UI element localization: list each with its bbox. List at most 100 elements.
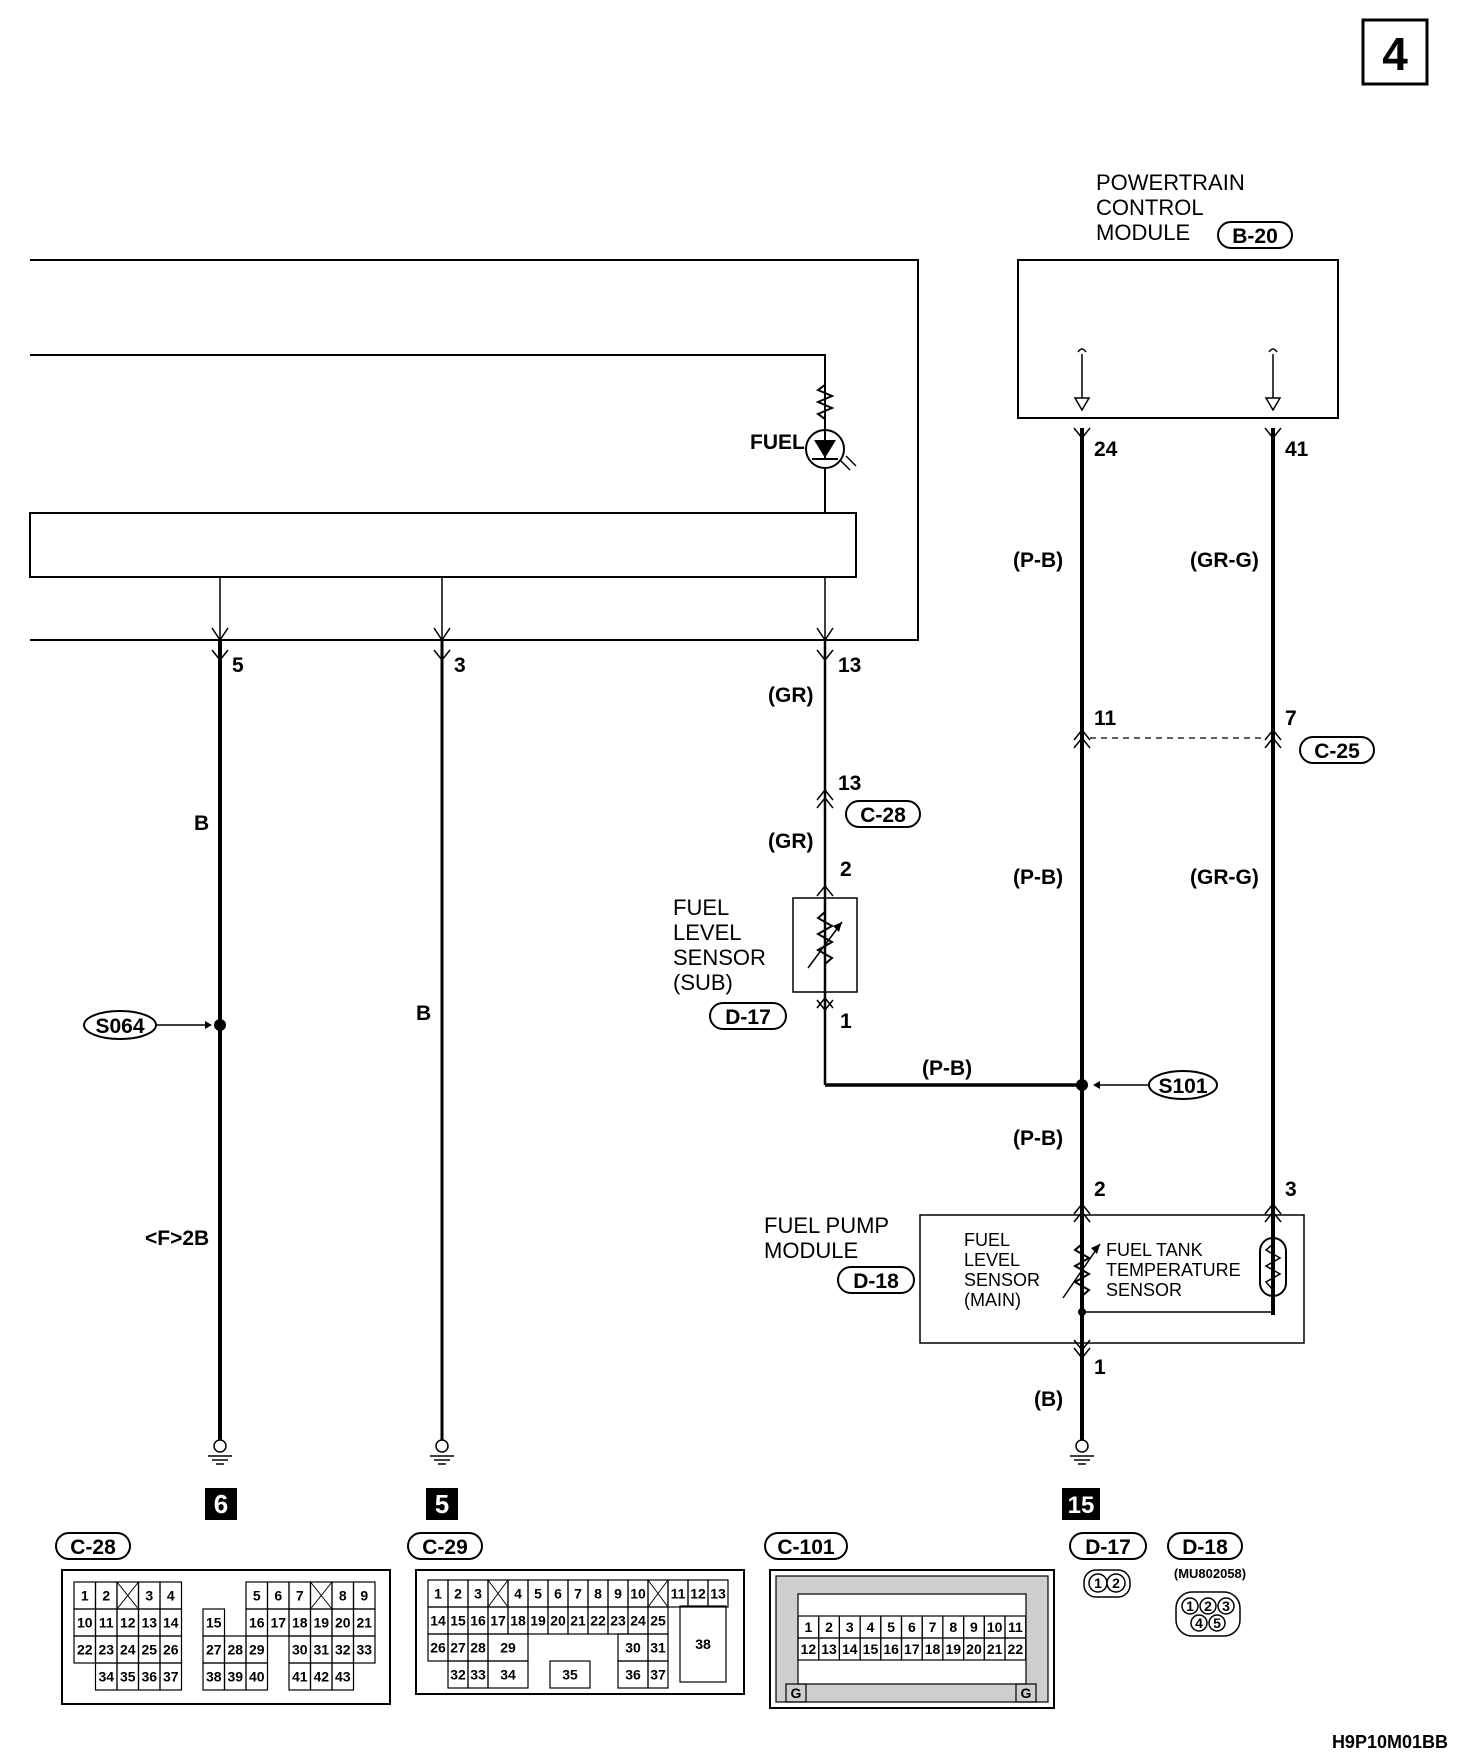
c29-pin: 21 [570,1613,586,1629]
wire-color-grg-1: (GR-G) [1190,549,1259,572]
c28-pin: 34 [98,1669,114,1685]
d18-pin: 4 [1195,1615,1203,1631]
pin-3: 3 [454,654,466,677]
fuel-level-sensor-sub [792,884,858,1012]
c101-pin: 8 [949,1619,957,1635]
c29-cell [549,1660,591,1689]
svg-text:FUEL PUMP: FUEL PUMP [764,1213,889,1238]
left-wires [211,577,1080,1440]
c29-pin: 9 [614,1586,622,1602]
svg-text:POWERTRAIN: POWERTRAIN [1096,170,1245,195]
splice-s101: S101 [1076,1070,1218,1100]
svg-text:C-28: C-28 [70,1536,116,1559]
svg-text:(SUB): (SUB) [673,970,733,995]
c29-pin: 37 [650,1667,666,1683]
c101-pin: 17 [904,1641,920,1657]
svg-text:C-25: C-25 [1314,740,1360,763]
c29-pin: 26 [430,1640,446,1656]
c28-pin: 8 [339,1588,347,1604]
svg-text:CONTROL: CONTROL [1096,195,1204,220]
d18-pin-circle [1208,1614,1226,1632]
c28-pin: 4 [167,1588,175,1604]
splice-s064: S064 [83,1010,226,1040]
d18-pin: 2 [1204,1598,1212,1614]
c29-blank-pin [647,1579,669,1608]
c29-pin: 28 [470,1640,486,1656]
c101-cell [1015,1683,1037,1703]
c101-pin: 22 [1008,1641,1024,1657]
wire-color-pb-3: (P-B) [922,1057,972,1080]
main-sensor-label: FUEL LEVEL SENSOR (MAIN) [964,1230,1040,1310]
c29-pin: 31 [650,1640,666,1656]
svg-text:FUEL TANK: FUEL TANK [1106,1240,1203,1260]
c101-pin: 14 [842,1641,858,1657]
wire-color-pb-1: (P-B) [1013,549,1063,572]
c29-pin: 38 [695,1636,711,1652]
c28-cell [159,1662,183,1691]
fuel-pump-module: FUEL PUMP MODULE D-18 FUEL LEVEL SENSOR … [764,1202,1305,1360]
c28-pin: 13 [838,772,861,795]
c28-pin: 24 [120,1642,136,1658]
wire-color-gr-1: (GR) [768,684,814,707]
c101-pin: 21 [987,1641,1003,1657]
c28-pin: 28 [227,1642,243,1658]
c29-cell [647,1660,669,1689]
c28-blank-pin [116,1581,139,1610]
d18-pin: 3 [1222,1598,1230,1614]
c28-pin: 42 [313,1669,329,1685]
c101-pin: G [1021,1685,1032,1701]
c28-pin: 41 [292,1669,308,1685]
c28-pin: 40 [249,1669,265,1685]
svg-text:SENSOR: SENSOR [673,945,766,970]
d17-housing [1083,1569,1131,1598]
c101-pin: 19 [945,1641,961,1657]
c29-pin: 12 [690,1586,706,1602]
c101-pin: 13 [821,1641,837,1657]
c25-tag: C-25 [1299,736,1375,764]
wire-label-f2b: <F>2B [145,1227,209,1250]
c28-pin: 18 [292,1615,308,1631]
c28-cell [331,1662,355,1691]
c101-cell [797,1593,1027,1685]
c28-pin: 21 [356,1615,372,1631]
c29-pin: 16 [470,1613,486,1629]
page-number-box: 4 [1361,18,1429,86]
wire-color-b-2: B [416,1002,431,1025]
c101-cell [1004,1637,1027,1661]
d18-pin-circle [1190,1614,1208,1632]
pcm: POWERTRAIN CONTROL MODULE B-20 [1017,170,1339,419]
c29-pin: 11 [671,1586,686,1602]
svg-text:S101: S101 [1158,1075,1207,1098]
c101-pin: 4 [867,1619,875,1635]
c28-pin: 3 [145,1588,153,1604]
c28-pin: 43 [335,1669,351,1685]
pin-13: 13 [838,654,861,677]
svg-text:S064: S064 [95,1015,144,1038]
c29-pin: 36 [625,1667,641,1683]
c101-pin: 2 [825,1619,833,1635]
c28-pin: 12 [120,1615,136,1631]
c101-pin: 3 [846,1619,854,1635]
wire-color-gr-2: (GR) [768,830,814,853]
c29-pin: 10 [630,1586,646,1602]
wire-color-grg-2: (GR-G) [1190,866,1259,889]
c29-pin: 20 [550,1613,566,1629]
c28-pin: 16 [249,1615,265,1631]
d18-pin-3: 3 [1285,1178,1297,1201]
c28-pin: 5 [253,1588,261,1604]
ground-symbols [208,1439,1094,1465]
svg-text:6: 6 [214,1489,228,1519]
c28-pin: 11 [99,1615,114,1631]
c101-pin: 20 [966,1641,982,1657]
wire-color-pb-2: (P-B) [1013,866,1063,889]
c28-pin: 1 [81,1588,89,1604]
d17-pin: 1 [1094,1575,1102,1591]
wire-color-b-3: (B) [1034,1388,1063,1411]
c29-pin: 27 [450,1640,466,1656]
c29-pin: 13 [710,1586,726,1602]
c28-pin: 29 [249,1642,265,1658]
